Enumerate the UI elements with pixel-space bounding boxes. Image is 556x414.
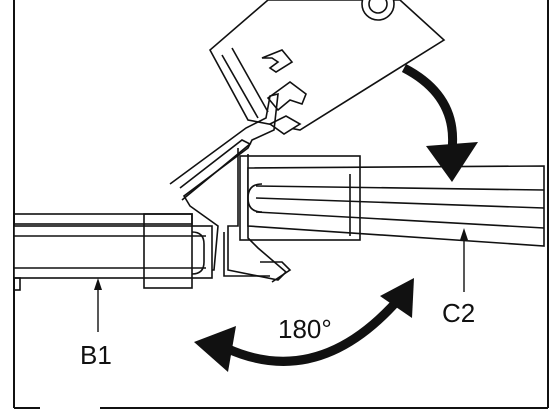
left-panel-b1 [13,213,213,291]
hook-detail [261,49,307,135]
corner-connector [169,92,292,283]
leader-c2 [460,228,468,292]
label-b1: B1 [80,340,112,370]
frame-border [13,0,549,409]
label-c2: C2 [442,298,475,328]
right-panel-c2 [239,155,545,247]
label-rotation: 180° [278,314,332,344]
rotating-profile [208,0,446,131]
leader-b1 [94,278,102,332]
rotation-arrow-180 [194,278,414,372]
rotation-arrow-top [401,64,478,182]
